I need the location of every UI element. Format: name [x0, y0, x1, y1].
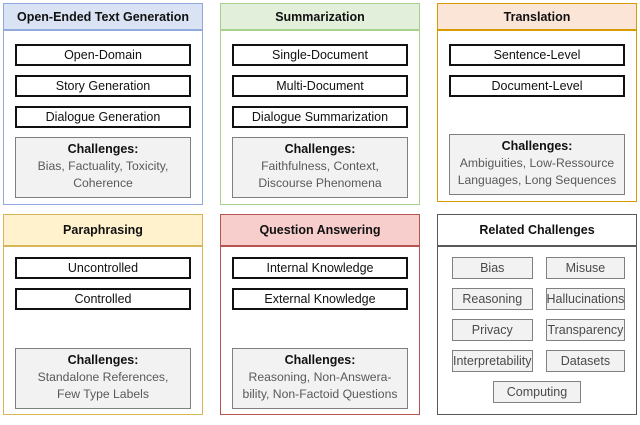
- challenges-text: Languages, Long Sequences: [457, 173, 617, 187]
- panel-title: Related Challenges: [479, 223, 595, 237]
- challenges-text: Ambiguities, Low-Ressource: [459, 156, 615, 170]
- panel-summarization: Summarization Single-Document Multi-Docu…: [220, 3, 420, 205]
- panel-title: Question Answering: [259, 223, 381, 237]
- task-box: Multi-Document: [232, 75, 408, 97]
- task-box: Controlled: [15, 288, 191, 310]
- challenge-chip: Bias: [452, 257, 533, 279]
- challenges-box: Challenges: Faithfulness, Context, Disco…: [232, 137, 408, 198]
- challenge-chip-row: Computing: [449, 381, 625, 403]
- challenges-text: Few Type Labels: [57, 387, 149, 401]
- panel-translation: Translation Sentence-Level Document-Leve…: [437, 3, 637, 202]
- challenges-label: Challenges:: [501, 139, 573, 153]
- challenge-chip: Interpretability: [452, 350, 533, 372]
- panel-title: Open-Ended Text Generation: [16, 9, 189, 24]
- challenges-label: Challenges:: [67, 142, 139, 156]
- task-box: Dialogue Generation: [15, 106, 191, 128]
- panel-title: Summarization: [275, 9, 365, 24]
- panel-paraphrasing: Paraphrasing Uncontrolled Controlled Cha…: [3, 214, 203, 415]
- panel-body: Internal Knowledge External Knowledge Ch…: [220, 246, 420, 415]
- task-box: Internal Knowledge: [232, 257, 408, 279]
- challenges-label: Challenges:: [67, 353, 139, 367]
- challenge-chip-grid: Bias Misuse Reasoning Hallucinations Pri…: [449, 257, 626, 372]
- panel-body: Single-Document Multi-Document Dialogue …: [220, 30, 420, 205]
- task-box: External Knowledge: [232, 288, 408, 310]
- challenges-text: Bias, Factuality, Toxicity,: [37, 159, 169, 173]
- challenges-label: Challenges:: [284, 142, 356, 156]
- panel-header: Question Answering: [220, 214, 420, 246]
- panel-title: Paraphrasing: [63, 223, 143, 237]
- task-box: Story Generation: [15, 75, 191, 97]
- challenges-box: Challenges: Ambiguities, Low-Ressource L…: [449, 134, 625, 195]
- challenge-chip: Transparency: [545, 319, 626, 341]
- challenge-chip: Datasets: [545, 350, 626, 372]
- panel-header: Open-Ended Text Generation: [3, 3, 203, 30]
- task-box: Single-Document: [232, 44, 408, 66]
- challenges-box: Challenges: Standalone References, Few T…: [15, 348, 191, 409]
- challenges-text: Reasoning, Non-Answera-: [248, 370, 392, 384]
- panel-header: Summarization: [220, 3, 420, 30]
- challenges-text: Coherence: [73, 176, 133, 190]
- challenges-text: bility, Non-Factoid Questions: [242, 387, 398, 401]
- challenges-box: Challenges: Reasoning, Non-Answera- bili…: [232, 348, 408, 409]
- task-box: Uncontrolled: [15, 257, 191, 279]
- panel-body: Sentence-Level Document-Level Challenges…: [437, 30, 637, 202]
- challenge-chip: Hallucinations: [545, 288, 626, 310]
- challenge-chip: Reasoning: [452, 288, 533, 310]
- panel-header: Translation: [437, 3, 637, 30]
- task-box: Sentence-Level: [449, 44, 625, 66]
- panel-related-challenges: Related Challenges Bias Misuse Reasoning…: [437, 214, 637, 415]
- panel-question-answering: Question Answering Internal Knowledge Ex…: [220, 214, 420, 415]
- challenges-label: Challenges:: [284, 353, 356, 367]
- challenges-text: Discourse Phenomena: [258, 176, 382, 190]
- panel-open-ended-text-generation: Open-Ended Text Generation Open-Domain S…: [3, 3, 203, 205]
- panel-title: Translation: [503, 9, 571, 24]
- task-box: Dialogue Summarization: [232, 106, 408, 128]
- challenge-chip: Privacy: [452, 319, 533, 341]
- challenges-box: Challenges: Bias, Factuality, Toxicity, …: [15, 137, 191, 198]
- panel-header: Related Challenges: [437, 214, 637, 246]
- task-box: Document-Level: [449, 75, 625, 97]
- challenge-chip: Misuse: [545, 257, 626, 279]
- challenges-text: Standalone References,: [37, 370, 169, 384]
- task-box: Open-Domain: [15, 44, 191, 66]
- challenge-chip: Computing: [492, 381, 582, 403]
- panel-body: Open-Domain Story Generation Dialogue Ge…: [3, 30, 203, 205]
- challenges-text: Faithfulness, Context,: [261, 159, 379, 173]
- panel-body: Bias Misuse Reasoning Hallucinations Pri…: [437, 246, 637, 415]
- panel-header: Paraphrasing: [3, 214, 203, 246]
- panel-body: Uncontrolled Controlled Challenges: Stan…: [3, 246, 203, 415]
